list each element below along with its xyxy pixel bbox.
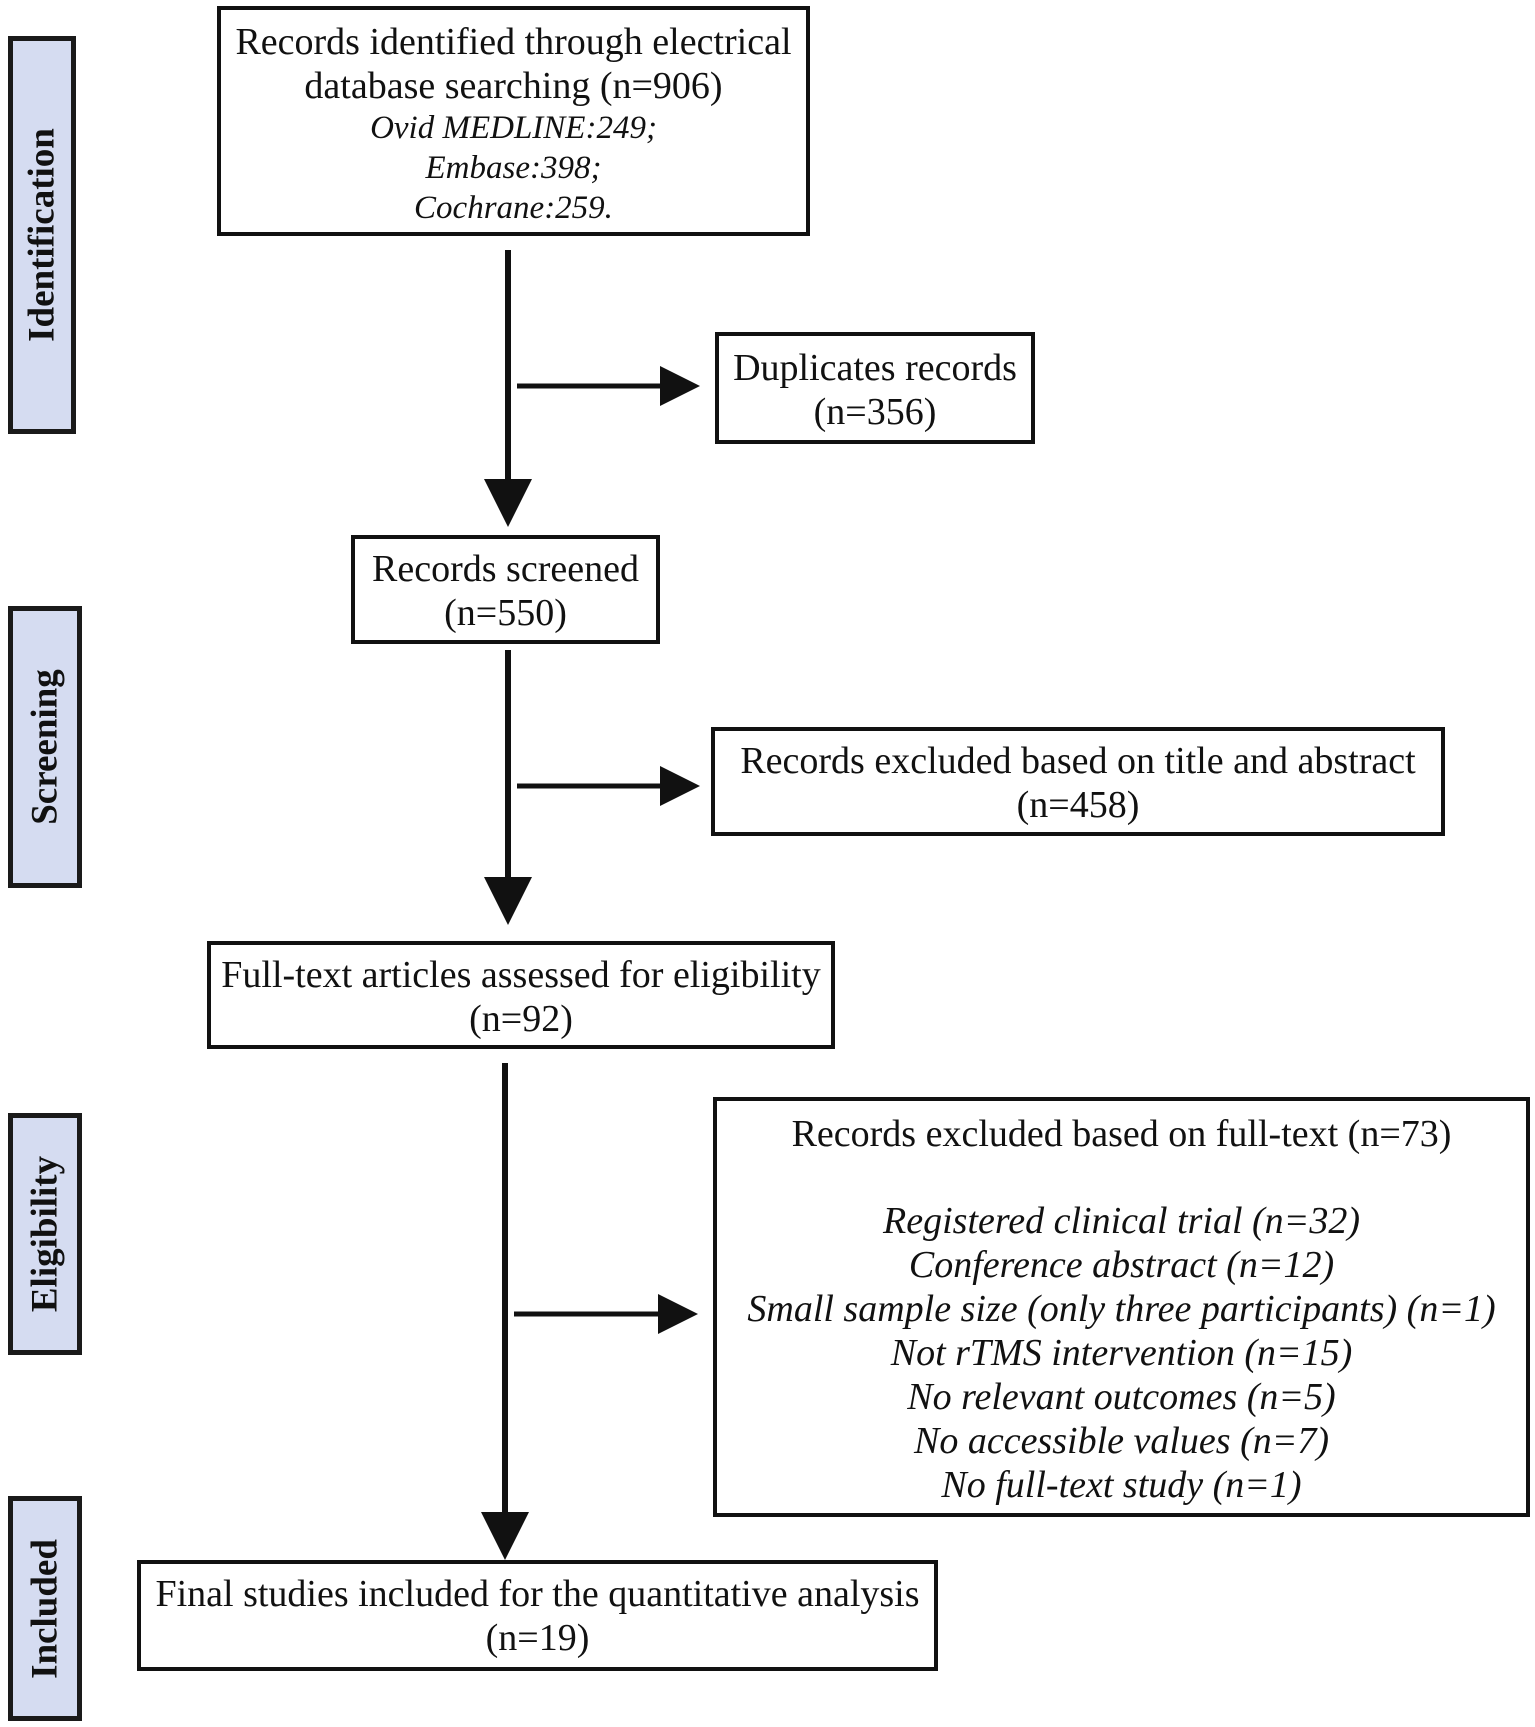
phase-identification: Identification — [8, 36, 76, 434]
box-final-studies: Final studies included for the quantitat… — [137, 1560, 938, 1671]
fulltext-line-2: (n=92) — [469, 998, 573, 1040]
screened-line-1: Records screened — [372, 548, 639, 590]
reason-no-relevant-outcomes: No relevant outcomes (n=5) — [907, 1376, 1336, 1418]
box-records-screened: Records screened (n=550) — [351, 535, 660, 644]
phase-eligibility-label: Eligibility — [24, 1155, 66, 1313]
source-medline: Ovid MEDLINE:249; — [370, 110, 657, 146]
fulltext-line-1: Full-text articles assessed for eligibil… — [221, 954, 821, 996]
phase-screening: Screening — [8, 606, 82, 888]
source-cochrane: Cochrane:259. — [414, 190, 613, 226]
phase-screening-label: Screening — [24, 669, 66, 825]
reason-not-rtms: Not rTMS intervention (n=15) — [890, 1332, 1353, 1374]
identified-line-1: Records identified through electrical — [235, 21, 792, 63]
identified-line-2: database searching (n=906) — [304, 65, 723, 107]
final-line-2: (n=19) — [485, 1617, 590, 1659]
source-embase: Embase:398; — [425, 150, 602, 186]
reason-small-sample: Small sample size (only three participan… — [747, 1288, 1496, 1330]
box-duplicates: Duplicates records (n=356) — [715, 332, 1035, 444]
duplicates-line-2: (n=356) — [813, 391, 937, 433]
box-records-identified: Records identified through electrical da… — [217, 6, 810, 236]
excluded-fulltext-title: Records excluded based on full-text (n=7… — [791, 1113, 1452, 1155]
phase-identification-label: Identification — [21, 128, 63, 342]
box-excluded-title-abstract: Records excluded based on title and abst… — [711, 727, 1445, 836]
excluded-title-line-2: (n=458) — [1016, 784, 1140, 826]
phase-included: Included — [8, 1496, 82, 1721]
reason-conference-abstract: Conference abstract (n=12) — [908, 1244, 1335, 1286]
reason-registered-trial: Registered clinical trial (n=32) — [883, 1200, 1360, 1242]
phase-included-label: Included — [24, 1538, 66, 1679]
box-fulltext-assessed: Full-text articles assessed for eligibil… — [207, 941, 835, 1049]
phase-eligibility: Eligibility — [8, 1113, 82, 1355]
screened-line-2: (n=550) — [444, 592, 567, 634]
final-line-1: Final studies included for the quantitat… — [155, 1573, 920, 1615]
reason-no-full-text: No full-text study (n=1) — [941, 1464, 1302, 1506]
duplicates-line-1: Duplicates records — [733, 347, 1017, 389]
reason-no-accessible-values: No accessible values (n=7) — [913, 1420, 1330, 1462]
excluded-title-line-1: Records excluded based on title and abst… — [740, 740, 1416, 782]
box-excluded-fulltext: Records excluded based on full-text (n=7… — [713, 1097, 1530, 1517]
